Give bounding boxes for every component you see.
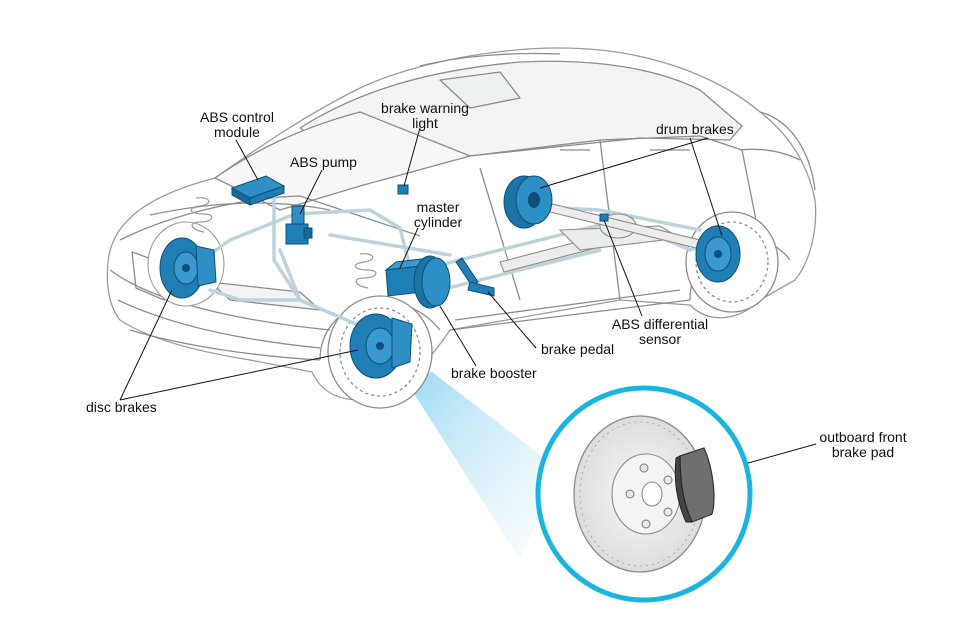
drum-brake-left bbox=[503, 175, 553, 229]
brake-pedal-part bbox=[455, 257, 495, 297]
brake-booster-part bbox=[413, 255, 451, 309]
abs-control-module bbox=[230, 175, 286, 206]
abs-pump bbox=[285, 205, 313, 245]
drum-brake-rear bbox=[695, 225, 741, 283]
zoom-beam bbox=[404, 372, 560, 560]
zoom-callout bbox=[535, 385, 753, 603]
brake-warning-light-part bbox=[397, 184, 409, 195]
front-springs bbox=[190, 197, 377, 289]
label-abs-pump: ABS pump bbox=[290, 154, 357, 170]
label-brake-warning-light: brake warning light bbox=[381, 100, 469, 131]
front-left-disc-brake bbox=[349, 313, 413, 379]
label-outboard-front-brake-pad: outboard front brake pad bbox=[819, 429, 907, 460]
master-cylinder-part bbox=[384, 257, 432, 297]
front-right-disc-brake bbox=[159, 237, 217, 299]
abs-differential-sensor-part bbox=[599, 213, 609, 222]
label-abs-differential-sensor: ABS differential sensor bbox=[611, 316, 709, 347]
label-disc-brakes: disc brakes bbox=[86, 399, 157, 415]
label-abs-control-module: ABS control module bbox=[200, 109, 274, 140]
label-brake-pedal: brake pedal bbox=[541, 341, 615, 357]
label-brake-booster: brake booster bbox=[451, 365, 537, 381]
label-drum-brakes: drum brakes bbox=[656, 121, 734, 137]
label-master-cylinder: master cylinder bbox=[413, 199, 463, 230]
driveshaft bbox=[499, 199, 701, 273]
